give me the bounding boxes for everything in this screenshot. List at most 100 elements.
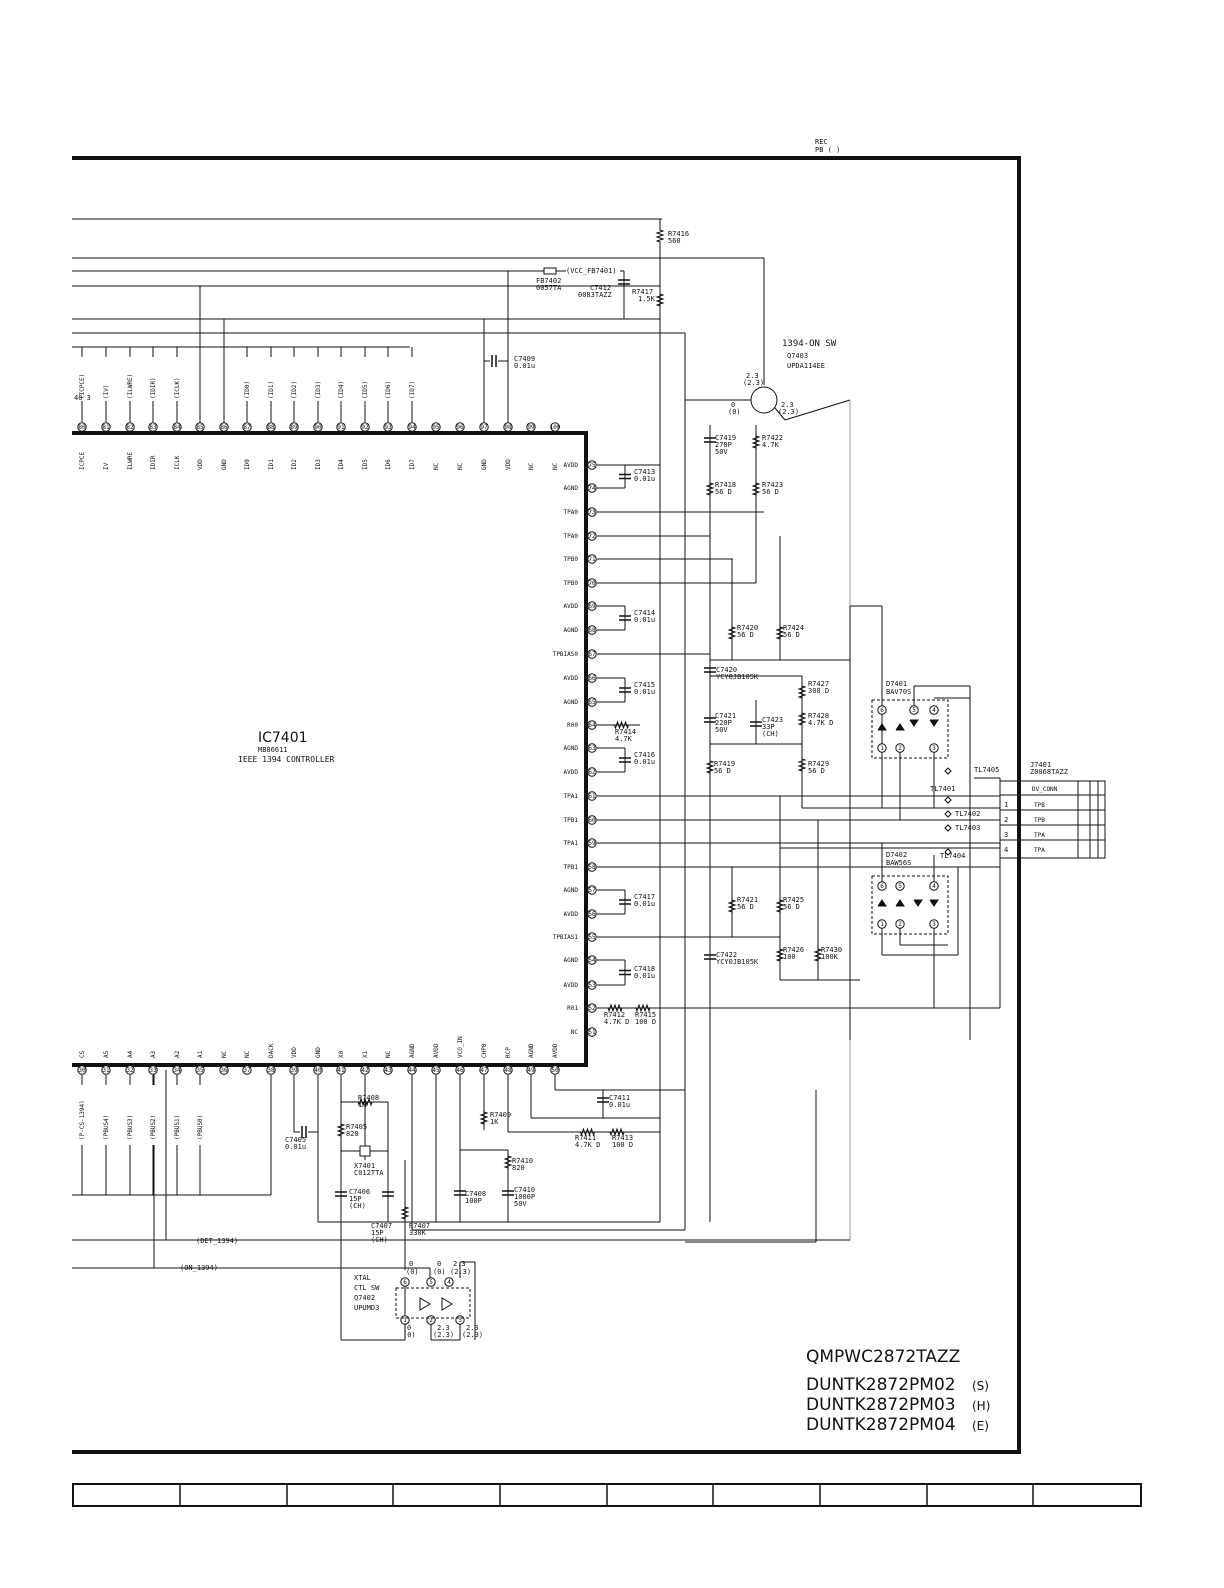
q7403-v2b: (0) [728,408,741,416]
d7401-val: BAV70S [886,688,911,696]
q7402-vb3b: (2.3) [462,1331,483,1339]
part-ref-R7413: R7413 [612,1134,633,1142]
part-ref-R7426: R7426 [783,946,804,954]
top-pin-99 [526,422,536,432]
q7402-val: UPUMD3 [354,1304,379,1312]
top-signal-9: (ID4) [338,381,345,399]
bottom-pin-46 [455,1065,465,1075]
top-signal-5: (ID0) [244,381,251,399]
part-val-C7406: 15P [349,1195,362,1203]
right-pin-74 [587,483,597,493]
right-pin-name-58: TPB1 [564,864,579,871]
right-pin-name-73: TPA0 [564,509,579,516]
j7401-ref: J7401 [1030,761,1051,769]
ic7401-body [72,431,588,1067]
part-val-R7429: 56 D [808,767,825,775]
right-pin-51-num: 51 [588,1029,596,1036]
part-ref-R7407: R7407 [409,1222,430,1230]
bsig-bg-3 [149,1085,157,1145]
q7403-val: UPDA114EE [787,362,825,370]
labels: (ICPCE)(IV)(ILWRE)(IDIR)(ICLK)(ID0)(ID1)… [78,357,842,1244]
sig-bg-12 [408,357,416,401]
part-val2-C7421: 50V [715,726,728,734]
right-pin-name-68: AGND [564,627,579,634]
fb7402-val: 0057TA [536,284,562,292]
bottom-pin-name-49: AGND [528,1043,535,1058]
q7402-pin-2-num: 2 [429,1317,433,1324]
bottom-pin-34 [172,1065,182,1075]
top-pin-80-num: 80 [78,424,86,431]
right-pin-64 [587,720,597,730]
model-v1s: (S) [972,1379,989,1393]
top-pin-97-num: 97 [480,424,488,431]
ic-ref: IC7401 [258,730,308,746]
right-pin-name-74: AGND [564,485,579,492]
part-ref-R7410: R7410 [512,1157,533,1165]
top-pin-82 [125,422,135,432]
bottom-pin-42 [360,1065,370,1075]
top-signal-6: (ID1) [268,381,275,399]
bottom-pin-30 [77,1065,87,1075]
sig-bg-5 [243,357,251,401]
part-ref-R7429: R7429 [808,760,829,768]
d7401-pin-3 [929,743,939,753]
part-ref-R7412: R7412 [604,1011,625,1019]
bottom-signal-3: (PBUS2) [150,1115,157,1140]
d7401-pin-1-num: 1 [880,745,884,752]
right-pin-65-num: 65 [588,699,596,706]
q7402-pin-6-num: 6 [403,1279,407,1286]
bottom-signal-4: (PBUS1) [174,1115,181,1140]
q7402-vb3: 2.3 [466,1324,479,1332]
top-pin-name-93: ID6 [385,459,392,470]
q7402-tri-a [419,1297,431,1311]
right-pin-name-63: AGND [564,745,579,752]
top-pin-name-88: ID1 [268,459,275,470]
right-pin-name-72: TPA0 [564,533,579,540]
top-signal-8: (ID3) [315,381,322,399]
r7418-symbol [705,478,715,500]
part-val-R7411: 4.7K D [575,1141,600,1149]
right-pin-73 [587,507,597,517]
right-pin-58 [587,862,597,872]
d7402-pin-2 [895,919,905,929]
top-signal-11: (ID6) [385,381,392,399]
d7401-ref: D7401 [886,680,907,688]
bottom-pin-name-48: RCP [505,1047,512,1058]
right-pin-59 [587,838,597,848]
q7403-out [774,407,786,421]
bottom-pin-45 [431,1065,441,1075]
right-pin-name-52: R01 [567,1005,578,1012]
top-pin-80 [77,422,87,432]
part-val2-C7410: 50V [514,1200,527,1208]
q7402-t2: CTL SW [354,1284,380,1292]
right-pin-62 [587,767,597,777]
top-signal-7: (ID2) [291,381,298,399]
right-pin-62-num: 62 [588,769,596,776]
r7409-symbol [479,1108,489,1128]
top-pin-name-96: NC [457,462,464,470]
sig-bg-7 [290,357,298,401]
bottom-pin-30-num: 30 [78,1067,86,1074]
r7417-symbol [655,288,665,312]
part-val-R7430: 100K [821,953,839,961]
top-pin-name-84: ICLK [174,455,181,470]
d7401-pin-6 [877,705,887,715]
part-val2-C7423: (CH) [762,730,779,738]
part-ref-C7411: C7411 [609,1094,630,1102]
q7403-v1b: (2.3) [743,379,764,387]
top-pin-84-num: 84 [173,424,181,431]
bottom-pin-37 [242,1065,252,1075]
top-pin-name-97: GND [481,459,488,470]
top-signal-4: (ICLK) [174,377,181,399]
bottom-pin-49-num: 49 [527,1067,535,1074]
top-pin-97 [479,422,489,432]
bottom-pin-43-num: 43 [384,1067,392,1074]
top-pin-83-num: 83 [149,424,157,431]
tl7401: TL7401 [930,785,955,793]
d7401-pin-3-num: 3 [932,745,936,752]
top-pin-88 [266,422,276,432]
bottom-pin-name-34: A2 [174,1050,181,1058]
right-pin-56 [587,909,597,919]
